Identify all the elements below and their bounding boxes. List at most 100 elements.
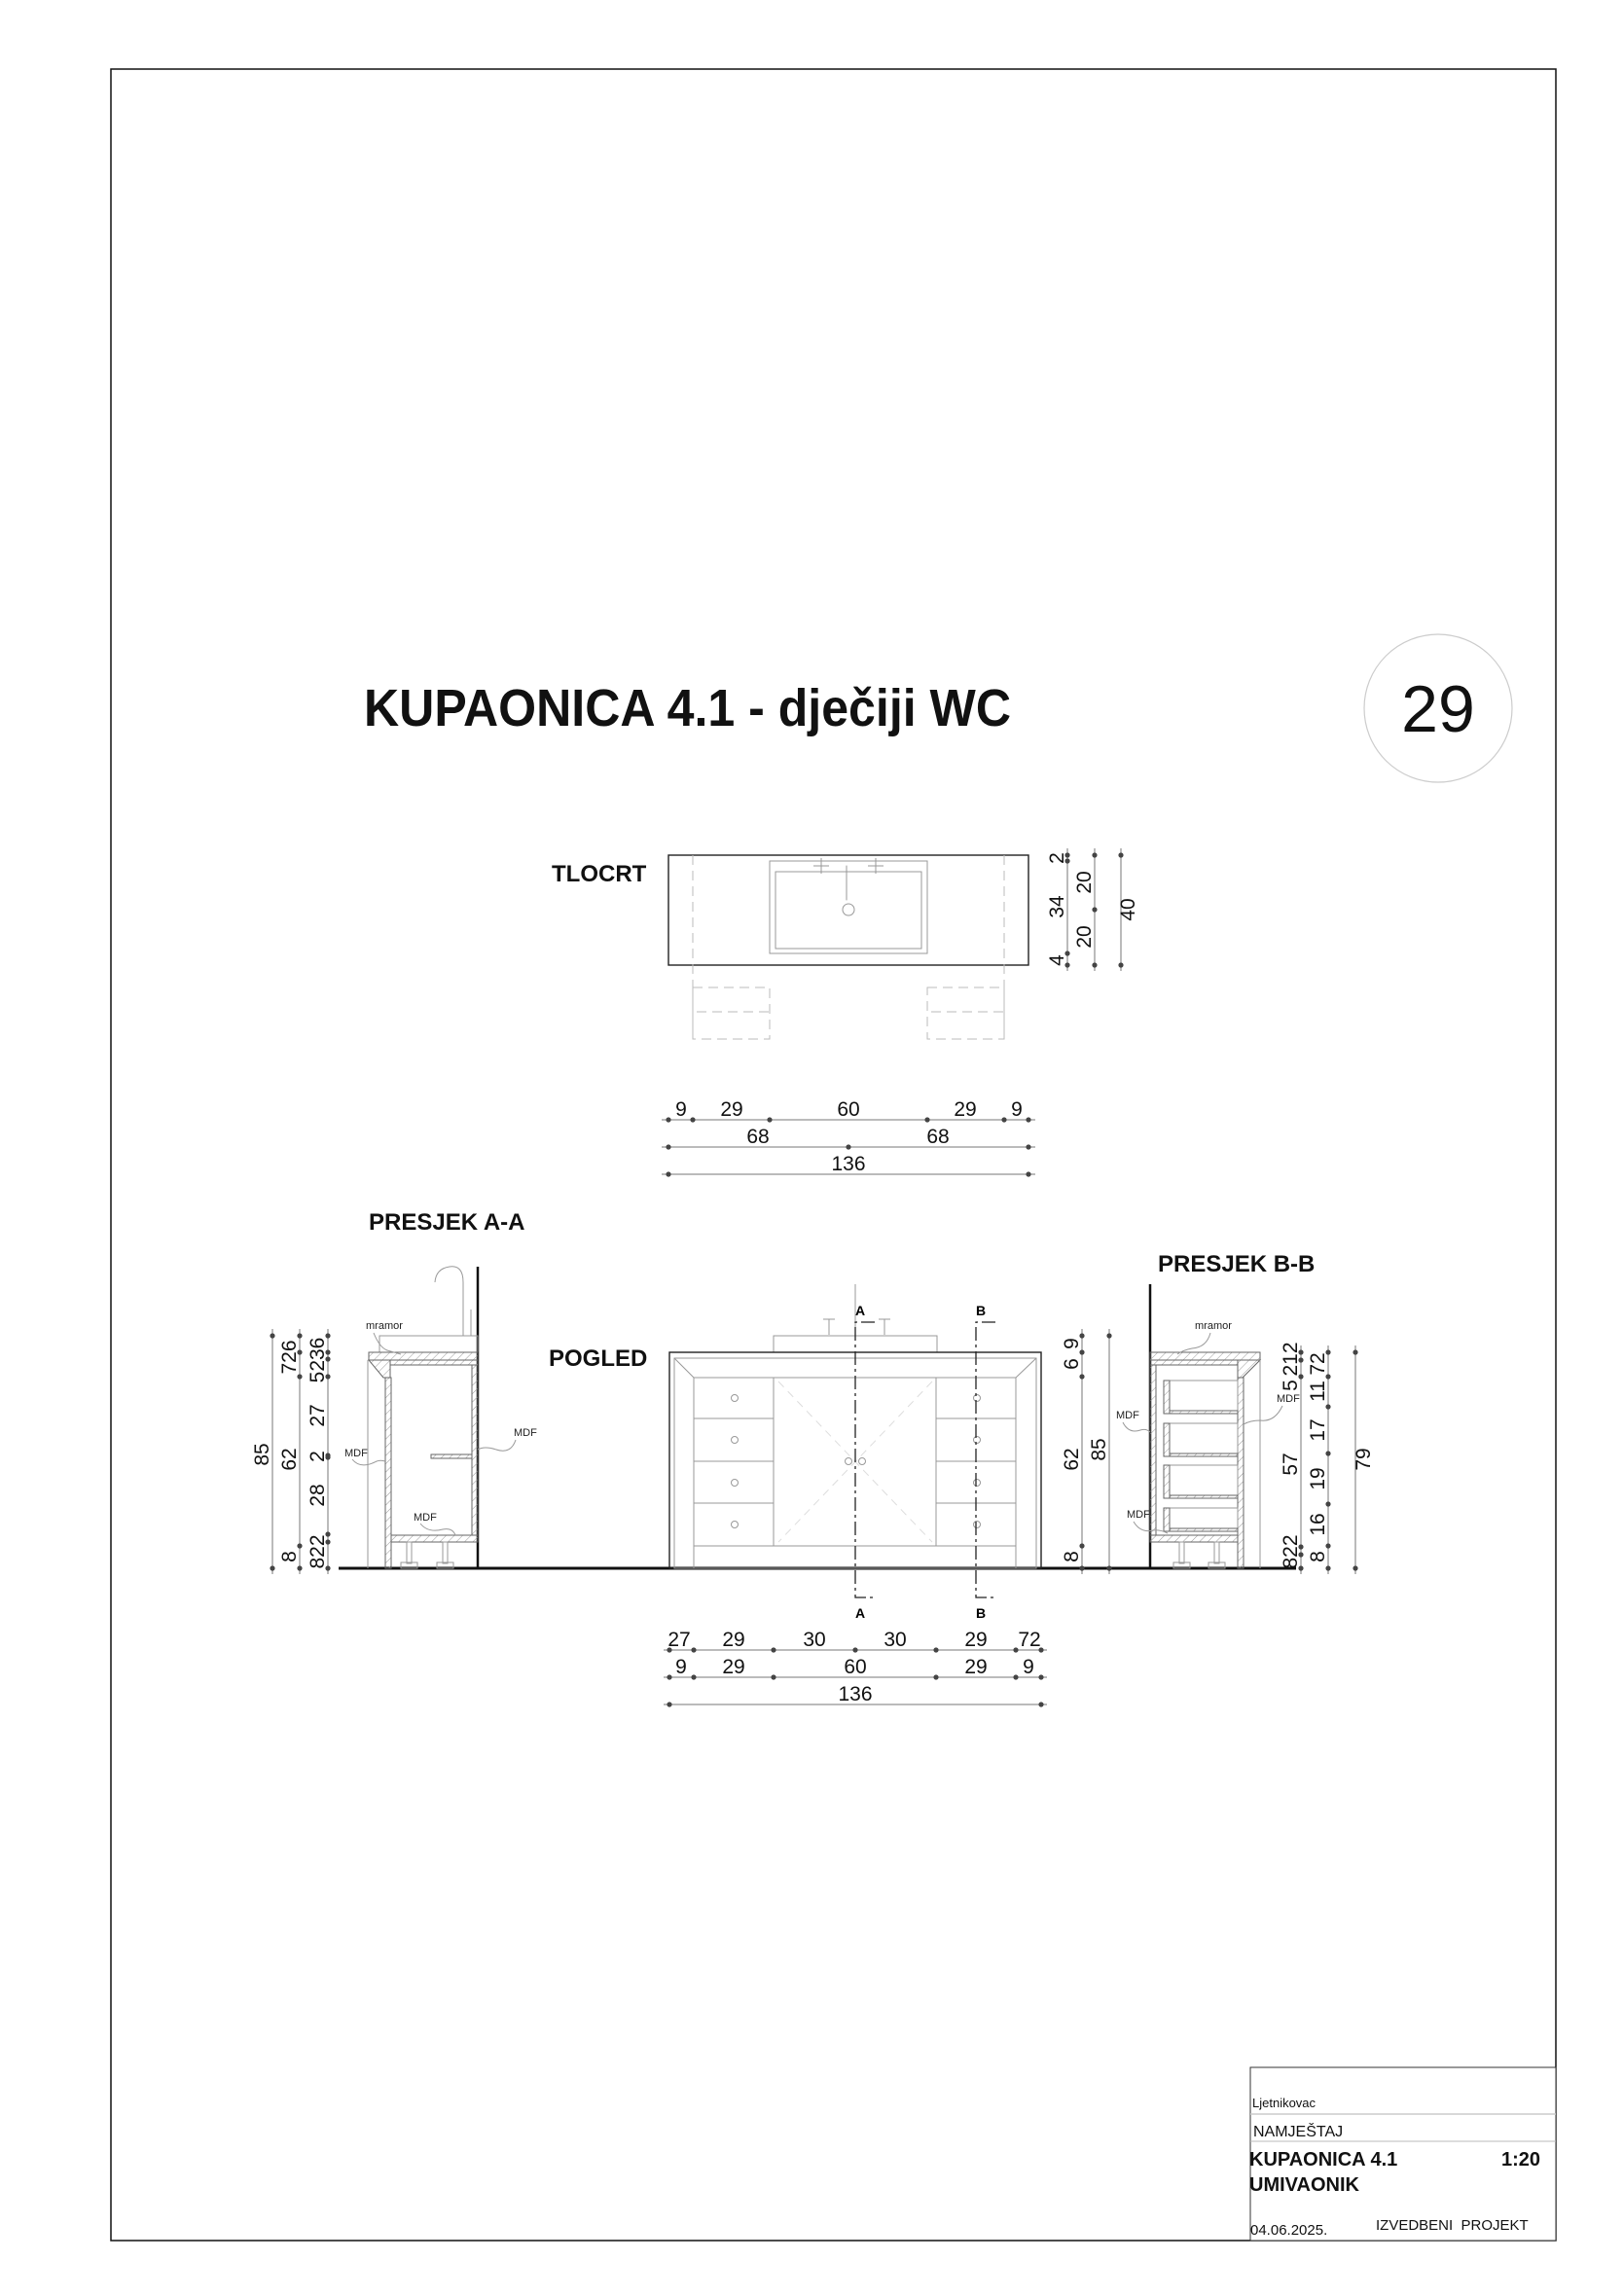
dimension-label: 68 xyxy=(746,1126,769,1148)
plan-view xyxy=(667,854,1029,1040)
knob-icon xyxy=(731,1394,739,1402)
view-label-plan: TLOCRT xyxy=(552,861,647,887)
dimension-tick xyxy=(325,1565,331,1571)
dimension-label: 822 xyxy=(1280,1534,1302,1568)
drawing-category: NAMJEŠTAJ xyxy=(1253,2122,1343,2140)
dimension-tick xyxy=(933,1674,939,1680)
dimension-label: 2 xyxy=(307,1451,329,1462)
dimension-tick xyxy=(325,1333,331,1339)
dimension-tick xyxy=(297,1565,303,1571)
dimension-tick xyxy=(1064,852,1070,858)
elevation-dimensions: 27 29 30 30 29 72 9 29 60 29 9 136 9 6 6… xyxy=(664,1329,1112,1707)
faucet-handle-icon xyxy=(823,1318,835,1335)
dimension-tick xyxy=(1325,1349,1331,1355)
dimension-label: 34 xyxy=(1046,895,1068,918)
dimension-label: 29 xyxy=(954,1098,976,1121)
dimension-tick xyxy=(325,1356,331,1362)
page-title: KUPAONICA 4.1 - dječiji WC xyxy=(364,679,1011,737)
dimension-tick xyxy=(1118,852,1124,858)
dimension-label: 29 xyxy=(722,1656,744,1678)
dimension-tick xyxy=(846,1144,851,1150)
faucet-handle-icon xyxy=(879,1318,890,1335)
drain-icon xyxy=(842,903,855,916)
dimension-tick xyxy=(1298,1374,1304,1380)
dimension-label: 29 xyxy=(964,1656,987,1678)
dimension-tick xyxy=(667,1702,672,1707)
dimension-tick xyxy=(1026,1117,1031,1123)
dimension-tick xyxy=(1026,1171,1031,1177)
dimension-label: 136 xyxy=(838,1683,872,1705)
dimension-label: 8 xyxy=(1307,1551,1329,1562)
dimension-tick xyxy=(1325,1501,1331,1507)
knob-icon xyxy=(973,1436,981,1444)
dimension-label: 20 xyxy=(1073,871,1096,893)
dimension-tick xyxy=(1079,1333,1085,1339)
dimension-tick xyxy=(1298,1565,1304,1571)
knob-icon xyxy=(973,1521,981,1528)
section-cut-a: A A xyxy=(854,1303,875,1621)
faucet-handle-icon xyxy=(813,858,829,874)
faucet-icon xyxy=(434,1266,472,1336)
dimension-tick xyxy=(1298,1552,1304,1558)
section-b-dimensions: 212 5 57 822 72 11 17 19 16 8 79 xyxy=(1280,1342,1375,1574)
project-phase: IZVEDBENI PROJEKT xyxy=(1376,2217,1529,2234)
drawing-date: 04.06.2025. xyxy=(1250,2222,1327,2239)
view-label-elevation: POGLED xyxy=(549,1345,647,1372)
drawer-knobs xyxy=(731,1394,981,1528)
dimension-label: 4 xyxy=(1046,954,1068,966)
dimension-label: 68 xyxy=(926,1126,949,1148)
section-b-view: mramor MDF MDF MDF xyxy=(1116,1284,1300,1569)
knob-icon xyxy=(731,1479,739,1487)
dimension-label: 9 xyxy=(1011,1098,1023,1121)
dimension-label: 40 xyxy=(1117,898,1139,920)
dimension-tick xyxy=(325,1531,331,1537)
dimension-tick xyxy=(1038,1674,1044,1680)
dimension-tick xyxy=(1325,1565,1331,1571)
dimension-tick xyxy=(852,1647,858,1653)
material-label-marble: mramor xyxy=(1195,1320,1232,1332)
dimension-label: 30 xyxy=(884,1629,906,1651)
dimension-label: 57 xyxy=(1280,1453,1302,1475)
dimension-tick xyxy=(1092,962,1098,968)
dimension-label: 17 xyxy=(1307,1418,1329,1441)
dimension-tick xyxy=(1038,1647,1044,1653)
view-label-section-a: PRESJEK A-A xyxy=(369,1209,524,1236)
dimension-label: 79 xyxy=(1352,1448,1375,1470)
sink-outline xyxy=(769,860,928,954)
knob-icon xyxy=(973,1479,981,1487)
dimension-label: A xyxy=(855,1605,865,1621)
plan-dimensions: 9 29 60 29 9 68 68 136 2 34 4 20 20 40 xyxy=(662,848,1139,1177)
dimension-label: 30 xyxy=(803,1629,825,1651)
section-a-view: mramor MDF MDF MDF xyxy=(344,1266,537,1569)
dimension-tick xyxy=(1013,1647,1019,1653)
dimension-tick xyxy=(1013,1674,1019,1680)
dimension-tick xyxy=(1001,1117,1007,1123)
dimension-label: 28 xyxy=(307,1484,329,1506)
dimension-tick xyxy=(1079,1565,1085,1571)
dimension-label: 29 xyxy=(720,1098,742,1121)
dimension-label: A xyxy=(855,1303,865,1318)
dimension-tick xyxy=(1064,858,1070,864)
section-cut-b: B B xyxy=(975,1303,995,1621)
dimension-tick xyxy=(666,1171,671,1177)
dimension-tick xyxy=(690,1117,696,1123)
dimension-tick xyxy=(1352,1349,1358,1355)
dimension-label: 16 xyxy=(1307,1513,1329,1535)
drawer-boxes xyxy=(1163,1380,1239,1532)
dimension-label: 72 xyxy=(1018,1629,1040,1651)
dimension-label: 29 xyxy=(722,1629,744,1651)
dimension-tick xyxy=(1092,852,1098,858)
dimension-tick xyxy=(767,1117,773,1123)
dimension-tick xyxy=(325,1454,331,1460)
drawing-scale: 1:20 xyxy=(1501,2149,1540,2170)
dimension-label: 5 xyxy=(1280,1380,1302,1391)
dimension-label: 6 xyxy=(1061,1358,1083,1370)
dimension-tick xyxy=(1064,962,1070,968)
dimension-tick xyxy=(1106,1565,1112,1571)
dimension-tick xyxy=(270,1565,275,1571)
view-label-section-b: PRESJEK B-B xyxy=(1158,1251,1315,1277)
material-label-mdf: MDF xyxy=(344,1448,368,1459)
dimension-label: 212 xyxy=(1280,1342,1302,1376)
dimension-tick xyxy=(666,1144,671,1150)
